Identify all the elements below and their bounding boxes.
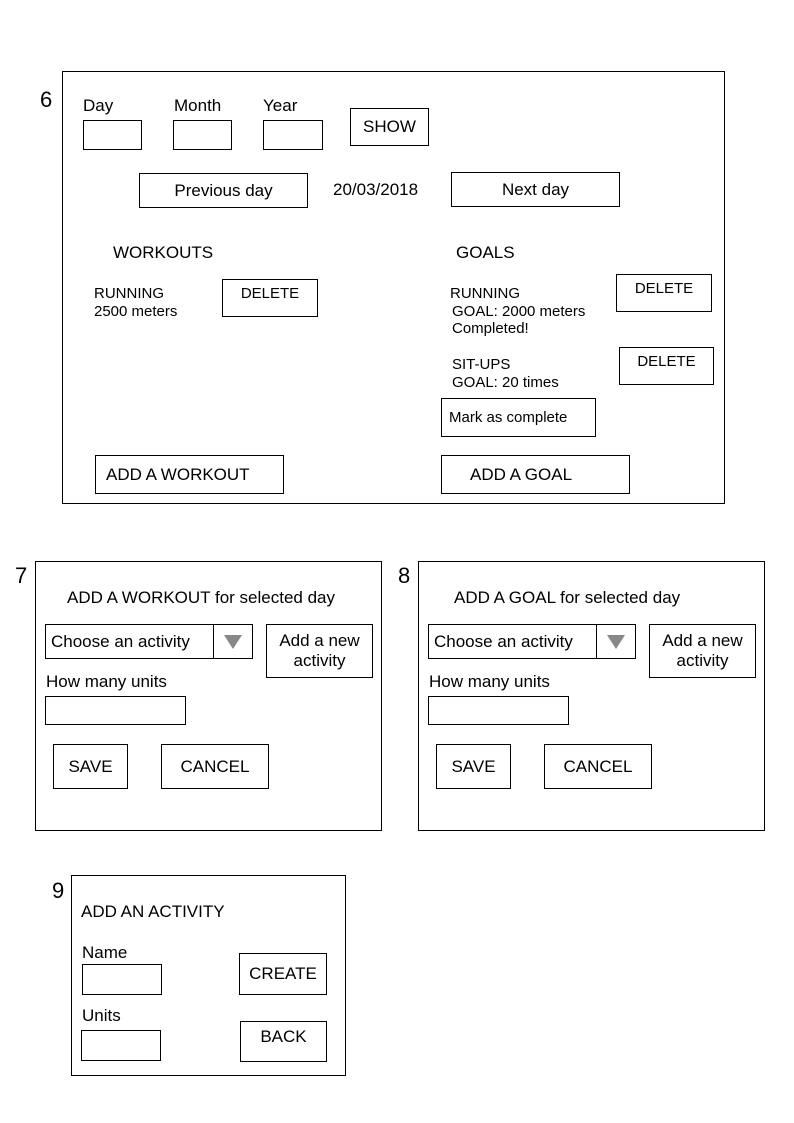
mark-complete-button[interactable]: Mark as complete [441,398,596,437]
month-label: Month [174,96,222,115]
activity-select-value: Choose an activity [51,631,190,651]
units-input[interactable] [81,1030,161,1061]
day-input[interactable] [83,120,142,150]
day-label: Day [83,96,114,115]
goal-1-delete-button[interactable]: DELETE [616,274,712,312]
units-input[interactable] [428,696,569,725]
next-day-button[interactable]: Next day [451,172,620,207]
back-button[interactable]: BACK [240,1021,327,1062]
goal-1-activity: RUNNING [450,285,520,302]
workout-activity: RUNNING [94,285,164,302]
add-goal-button[interactable]: ADD A GOAL [441,455,630,494]
screen-9-frame: ADD AN ACTIVITY Name CREATE Units BACK [71,875,346,1076]
screen-6-frame: Day Month Year SHOW Previous day 20/03/2… [62,71,725,504]
dropdown-arrow[interactable] [213,625,252,658]
add-new-activity-button[interactable]: Add a new activity [649,624,756,678]
workout-amount: 2500 meters [94,303,178,320]
goal-2-target: GOAL: 20 times [452,374,559,391]
year-label: Year [263,96,298,115]
cancel-button[interactable]: CANCEL [161,744,269,789]
goal-1-status: Completed! [452,320,529,337]
current-date: 20/03/2018 [333,180,419,199]
goal-2-activity: SIT-UPS [452,356,511,373]
screen-8-frame: ADD A GOAL for selected day Choose an ac… [418,561,765,831]
save-button[interactable]: SAVE [53,744,128,789]
month-input[interactable] [173,120,232,150]
workouts-heading: WORKOUTS [113,243,214,262]
screen-8-number: 8 [398,563,411,588]
units-label: How many units [46,672,167,691]
units-input[interactable] [45,696,186,725]
triangle-down-icon [607,634,625,649]
save-button[interactable]: SAVE [436,744,511,789]
goals-heading: GOALS [456,243,515,262]
add-goal-title: ADD A GOAL for selected day [454,588,681,607]
screen-7-number: 7 [15,563,28,588]
show-button[interactable]: SHOW [350,108,429,146]
cancel-button[interactable]: CANCEL [544,744,652,789]
screen-9-number: 9 [52,878,65,903]
screen-7-frame: ADD A WORKOUT for selected day Choose an… [35,561,382,831]
activity-select[interactable]: Choose an activity [45,624,253,659]
add-workout-button[interactable]: ADD A WORKOUT [95,455,284,494]
units-label: Units [82,1006,121,1025]
activity-select-value: Choose an activity [434,631,573,651]
create-button[interactable]: CREATE [239,953,327,995]
goal-1-target: GOAL: 2000 meters [452,303,586,320]
add-activity-title: ADD AN ACTIVITY [81,902,225,921]
goal-2-delete-button[interactable]: DELETE [619,347,714,385]
screen-6-number: 6 [40,87,53,112]
previous-day-button[interactable]: Previous day [139,173,308,208]
dropdown-arrow[interactable] [596,625,635,658]
name-input[interactable] [82,964,162,995]
triangle-down-icon [224,634,242,649]
add-workout-title: ADD A WORKOUT for selected day [67,588,335,607]
name-label: Name [82,943,128,962]
activity-select[interactable]: Choose an activity [428,624,636,659]
add-new-activity-button[interactable]: Add a new activity [266,624,373,678]
year-input[interactable] [263,120,323,150]
workout-delete-button[interactable]: DELETE [222,279,318,317]
units-label: How many units [429,672,550,691]
